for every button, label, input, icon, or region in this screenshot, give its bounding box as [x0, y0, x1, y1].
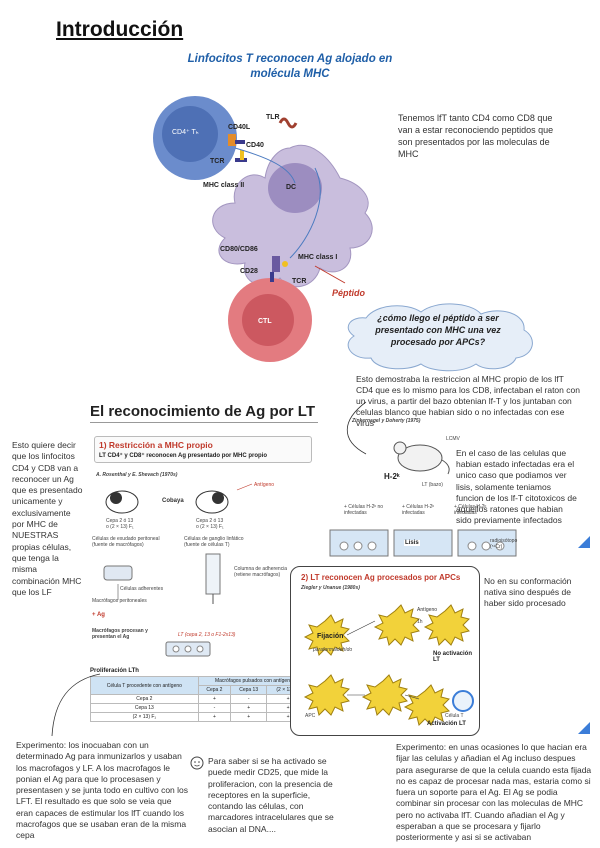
panel2-authors: Ziegler y Unanue (1980s) [301, 585, 360, 591]
emoji-icon [190, 756, 204, 770]
no-activacion-label: No activación LT [433, 651, 473, 663]
connector-line-2 [346, 401, 367, 455]
paraformaldehido-label: paraformaldehído [313, 647, 353, 653]
column-label: Columna de adherencia (retiene macrófago… [234, 566, 288, 578]
page-title: Introducción [56, 18, 184, 41]
well-plate-icon [165, 641, 211, 657]
cd4-label: CD4⁺ Tₕ [172, 129, 199, 136]
note-bottom-left: Experimento: los inocuaban con un determ… [16, 740, 188, 841]
mouse-authors: Zinkernagel y Doherty (1975) [352, 418, 421, 424]
cloud-question: ¿cómo llego el péptido a ser presentado … [375, 313, 501, 347]
cd40-label: CD40 [246, 142, 264, 149]
h2k-label: H-2ᵏ [384, 472, 400, 481]
panel-apc-processing: 2) LT reconocen Ag procesados por APCs Z… [290, 566, 480, 736]
section-title: El reconocimiento de Ag por LT [90, 403, 316, 420]
guinea-pigs-illustration [105, 483, 253, 514]
lt-note-label: LT (cepa 2, 13 o F1-2x13) [178, 632, 236, 638]
prolif-title: Proliferación LTh [90, 668, 139, 674]
corner-marker [578, 536, 590, 548]
note-bottom-right: Experimento: en unas ocasiones lo que ha… [396, 742, 592, 843]
note-bottom-middle: Para saber si se ha activado se puede me… [208, 756, 334, 834]
note-right-mouse: En el caso de las celulas que habian est… [456, 448, 577, 526]
antigeno-label-2: Antígeno [417, 607, 438, 613]
proliferation-table: Célula T procedente con antígeno Macrófa… [90, 676, 311, 722]
dc-cell-shape [212, 144, 373, 288]
table-cell: + [197, 712, 232, 722]
tlr-label: TLR [266, 114, 280, 121]
mhc2-label: MHC class II [203, 182, 245, 189]
table-row: Cepa 2 + - + [90, 694, 310, 704]
bazo-label: LT (bazo) [422, 482, 443, 488]
peptido-label: Péptido [332, 288, 365, 298]
target1-label: + Células H-2ᵏ no infectadas [344, 504, 384, 516]
connector-line [51, 673, 101, 737]
note-right-conformation: No en su conformación nativa sino despué… [484, 576, 572, 609]
mouse-experiment: Zinkernagel y Doherty (1975) LCMV H-2ᵏ L… [324, 412, 520, 562]
processing-label: Macrófagos procesan y presentan el Ag [92, 628, 148, 640]
cd28-label: CD28 [240, 268, 258, 275]
cultures-illustration [103, 553, 221, 604]
note-right-top: Tenemos lfT tanto CD4 como CD8 que van a… [398, 113, 554, 159]
corner-marker-2 [578, 722, 590, 734]
adherentes-label: Células adherentes [120, 586, 164, 592]
table-row: Cepa 13 - + + [90, 703, 310, 713]
table-cell: + [230, 703, 268, 713]
table-cell: - [197, 703, 232, 713]
tcell-dc-diagram [153, 96, 373, 362]
note-middle-right: Esto demostraba la restriccion al MHC pr… [356, 374, 580, 428]
table-cell: - [230, 694, 268, 704]
table-cell: + [197, 694, 232, 704]
activacion-label: Activación LT [427, 721, 466, 727]
radio-label: radioisótopo (⁵¹Cr) [490, 538, 518, 550]
mouse-illustration [393, 441, 450, 475]
question-cloud [347, 303, 533, 372]
table-col0: Célula T procedente con antígeno [90, 676, 199, 695]
target2-label: + Células H-2ᵏ infectadas [402, 504, 435, 516]
peritoneal-label: Células de exudado peritoneal (fuente de… [92, 536, 160, 548]
apc-label: APC [305, 713, 316, 719]
lcmv-label: LCMV [446, 436, 460, 442]
panel1-header: 1) Restricción a MHC propio [99, 440, 213, 450]
dc-nucleus [268, 163, 322, 213]
table-row: (2 × 13) F₁ + + + [90, 712, 310, 722]
h1-label: 1h [417, 619, 423, 625]
target3-label: + Células H-2ᵇ infectadas [454, 504, 487, 516]
cepa-right-label: Cepa 2 ó 13 [196, 518, 224, 524]
apc-illustration [303, 604, 474, 726]
table-col: Cepa 13 [230, 685, 268, 695]
cepa-left-label: Cepa 2 ó 13 [106, 518, 134, 524]
table-col: Cepa 2 [197, 685, 232, 695]
note-left-middle: Esto quiere decir que los linfocitos CD4… [12, 440, 83, 597]
panel1-authors: A. Rosenthal y E. Shevach (1970s) [96, 472, 178, 478]
cepa-left-label-b: o (2 × 13) F₁ [106, 524, 134, 530]
panel2-header: 2) LT reconocen Ag procesados por APCs [301, 573, 461, 582]
fijacion-label: Fijación [317, 633, 344, 640]
page-subtitle: Linfocitos T reconocen Ag alojado en mol… [187, 53, 393, 80]
target-wells [329, 529, 517, 557]
panel1-header-box: 1) Restricción a MHC propio LT CD4⁺ y CD… [94, 436, 312, 463]
panel1-subheader: LT CD4⁺ y CD8⁺ reconocen Ag presentado p… [99, 453, 268, 459]
cepa-right-label-b: o (2 × 13) F₁ [196, 524, 224, 530]
section-divider [90, 422, 318, 423]
ganglio-label: Células de ganglio linfático (fuente de … [184, 536, 244, 548]
ctl-label: CTL [258, 318, 272, 325]
panel-mhc-restriction: 1) Restricción a MHC propio LT CD4⁺ y CD… [88, 432, 316, 722]
cd40l-label: CD40L [228, 124, 251, 131]
table-cell: + [230, 712, 268, 722]
tcr-top-label: TCR [210, 158, 225, 165]
plus-ag-label: + Ag [92, 612, 105, 618]
macrofagos-label: Macrófagos peritoneales [92, 598, 147, 604]
antigeno-label: Antígeno [254, 482, 275, 488]
dc-label: DC [286, 184, 297, 191]
tcr-bottom-label: TCR [292, 278, 307, 285]
mhc1-label: MHC class I [298, 254, 338, 261]
cobaya-label: Cobaya [162, 498, 184, 504]
celula-t-label: Célula T [445, 713, 464, 719]
lisis-label: Lisis [404, 540, 420, 546]
cd80-label: CD80/CD86 [220, 246, 258, 253]
